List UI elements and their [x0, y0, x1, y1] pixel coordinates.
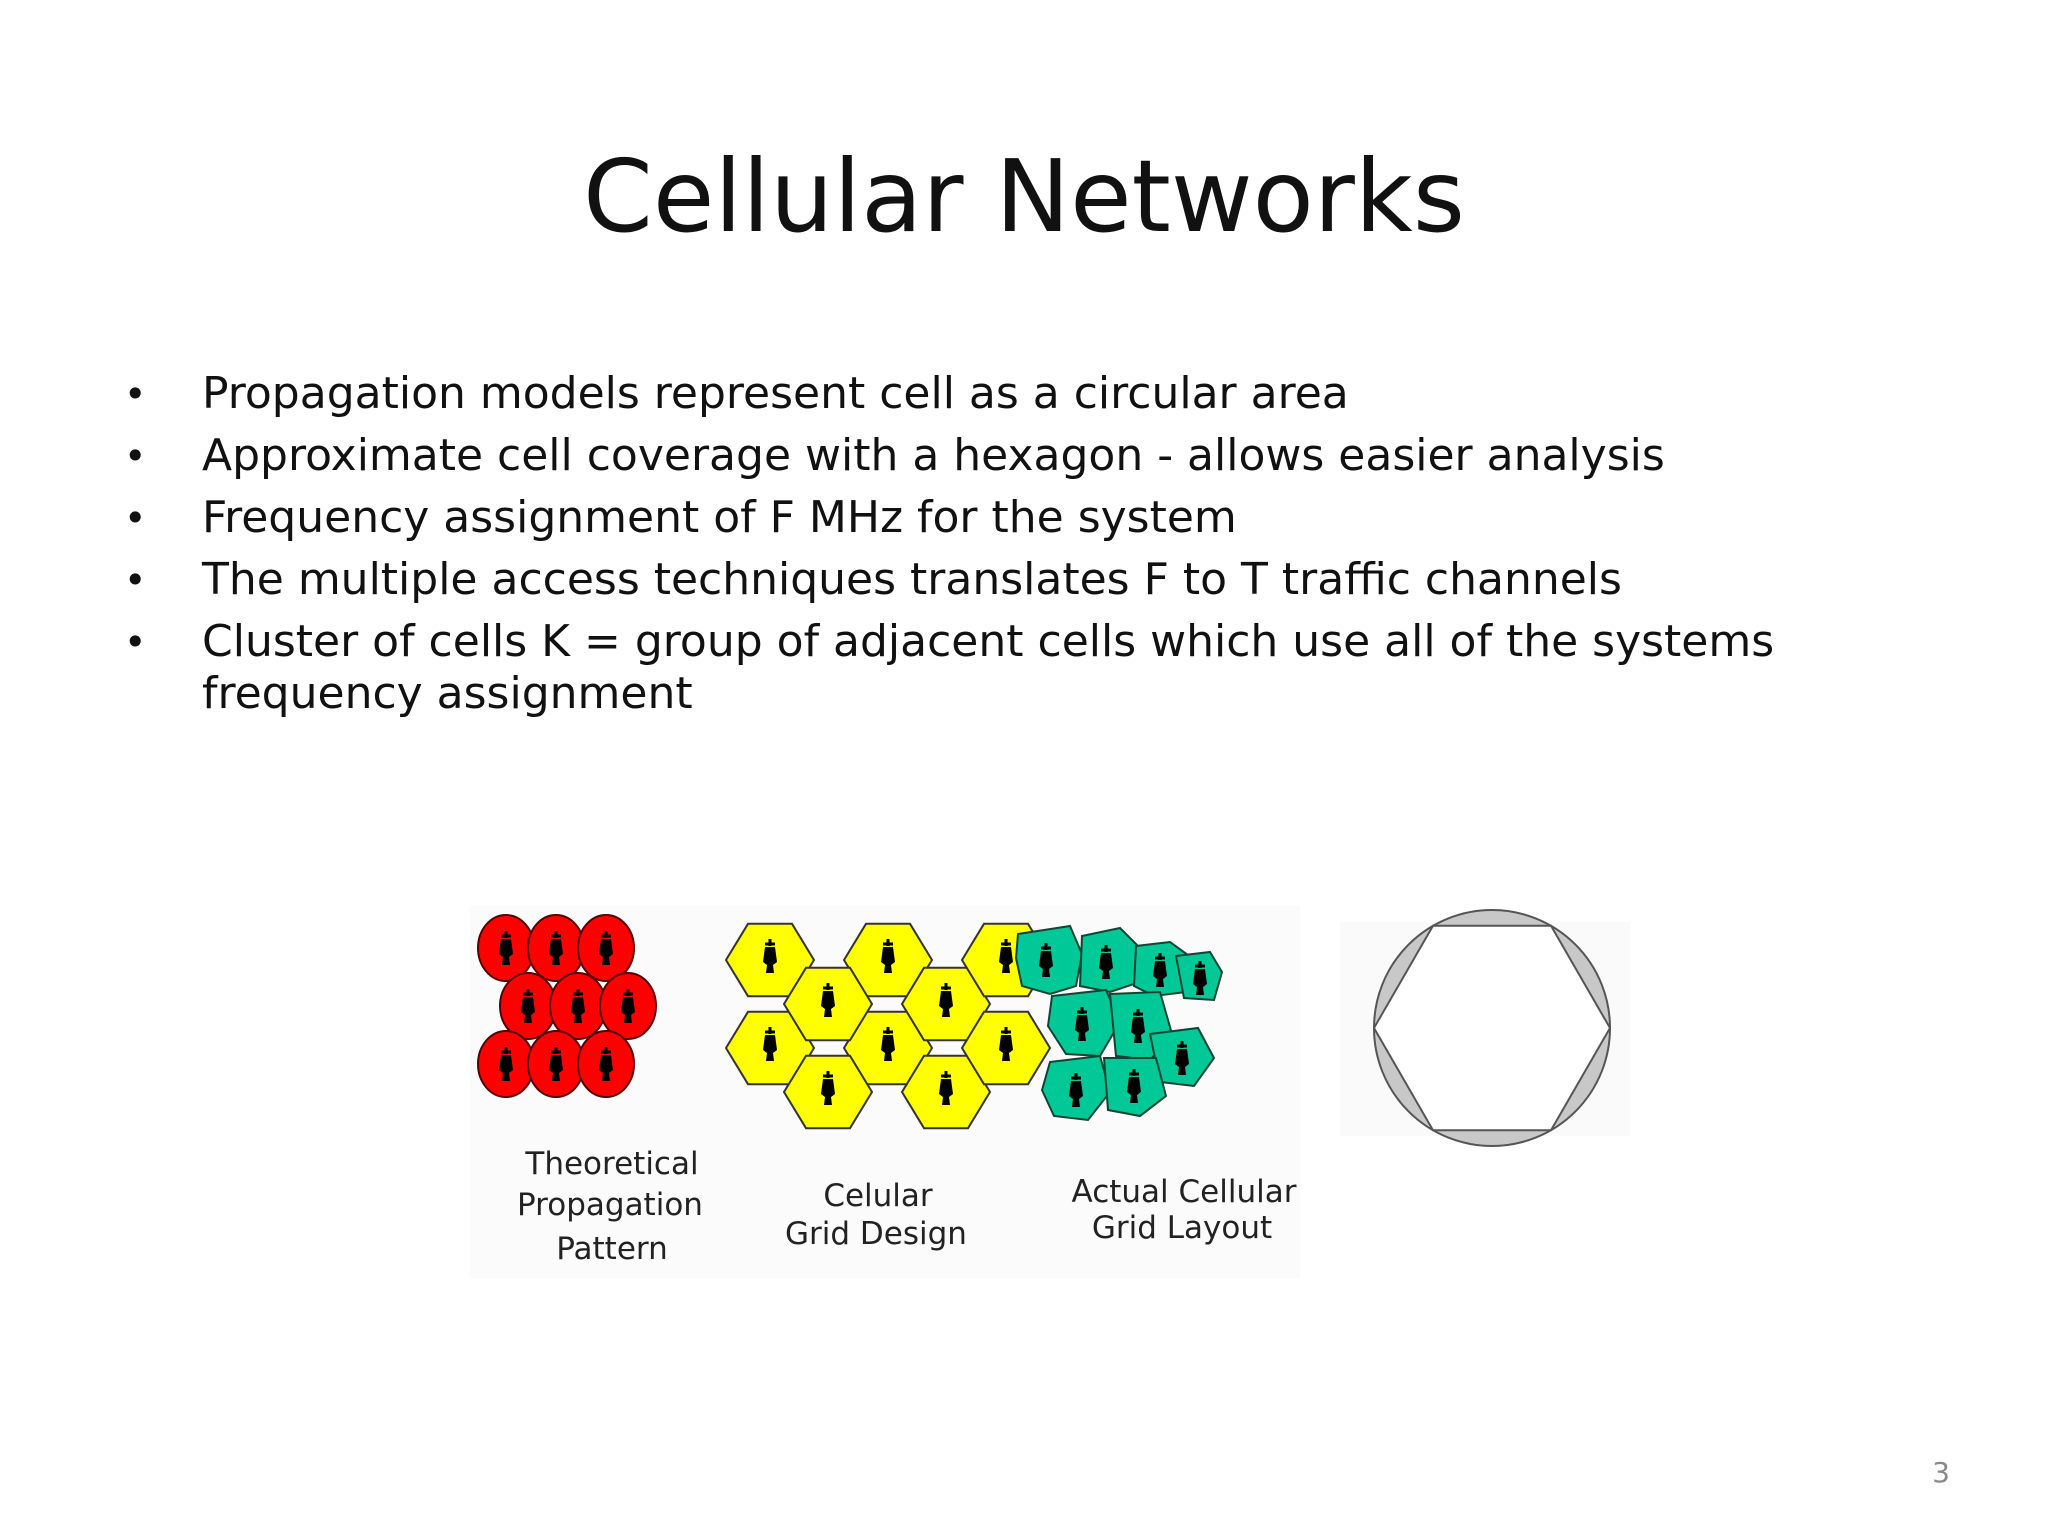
bullet-dot: •	[124, 620, 147, 664]
bullet-text: Approximate cell coverage with a hexagon…	[202, 430, 1665, 481]
bullet-list: • Propagation models represent cell as a …	[118, 368, 1938, 730]
inscribed-hexagon	[1372, 924, 1612, 1132]
bullet-item: • Propagation models represent cell as a …	[118, 368, 1938, 420]
page-number: 3	[1932, 1456, 1950, 1489]
panel-label-line: Propagation	[517, 1187, 703, 1223]
bullet-dot: •	[124, 372, 147, 416]
bullet-dot: •	[124, 558, 147, 602]
panel-label-line: Theoretical	[524, 1146, 698, 1182]
cell-coverage-diagram: Theoretical Propagation Pattern Celular …	[470, 906, 1630, 1278]
cellular-grid-design	[724, 922, 1052, 1130]
bullet-text: Frequency assignment of F MHz for the sy…	[202, 492, 1237, 543]
bullet-item: • The multiple access techniques translat…	[118, 554, 1938, 606]
hexagon-in-circle-diagram	[1372, 909, 1612, 1147]
bullet-dot: •	[124, 496, 147, 540]
bullet-text: The multiple access techniques translate…	[202, 554, 1622, 605]
slide-title: Cellular Networks	[583, 138, 1465, 255]
bullet-item: • Approximate cell coverage with a hexago…	[118, 430, 1938, 482]
theoretical-propagation-pattern	[477, 914, 657, 1098]
panel-label-line: Grid Layout	[1092, 1210, 1272, 1246]
actual-cellular-grid-layout	[1014, 924, 1224, 1122]
bullet-item: • Cluster of cells K = group of adjacent …	[118, 616, 1938, 720]
panel-label-line: Actual Cellular	[1072, 1174, 1297, 1210]
bullet-text: Propagation models represent cell as a c…	[202, 368, 1349, 419]
panel-label-line: Grid Design	[785, 1216, 967, 1252]
bullet-text: Cluster of cells K = group of adjacent c…	[202, 616, 1775, 719]
panel-label-line: Celular	[823, 1178, 933, 1214]
bullet-item: • Frequency assignment of F MHz for the s…	[118, 492, 1938, 544]
cell-coverage-figure: Theoretical Propagation Pattern Celular …	[470, 906, 1640, 1278]
panel-label-line: Pattern	[556, 1231, 668, 1267]
bullet-dot: •	[124, 434, 147, 478]
